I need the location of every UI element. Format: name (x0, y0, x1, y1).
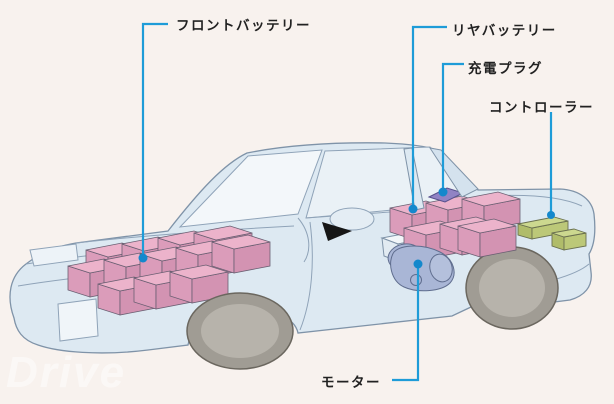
rear-wheel (465, 246, 559, 330)
callouts (141, 22, 553, 382)
rear-battery-label: リヤバッテリー (452, 23, 557, 38)
rear-battery-callout-line (411, 25, 447, 209)
controller-callout-dot (547, 211, 555, 219)
windshield (178, 149, 323, 228)
headlight (29, 243, 79, 267)
seat-headrest (329, 207, 375, 231)
front-battery-callout-dot (138, 253, 148, 263)
motor-label: モーター (321, 375, 381, 390)
motor-unit (387, 243, 455, 292)
license-plate (57, 298, 99, 342)
charge-plug-label: 充電プラグ (468, 61, 543, 76)
front-battery-label: フロントバッテリー (176, 18, 311, 33)
callout-dots (138, 187, 555, 269)
charge-plug-callout-dot (438, 187, 448, 197)
controller-unit (517, 216, 587, 251)
motor-callout-line (392, 264, 420, 382)
front-wheel (186, 292, 294, 370)
controller-label: コントローラー (489, 100, 594, 115)
cowl-line (297, 217, 310, 263)
rear-battery-callout-dot (408, 204, 418, 214)
seat-shadow (322, 222, 352, 241)
motor-callout-dot (413, 259, 423, 269)
charge-plug-callout-line (441, 62, 464, 192)
front-door-line (299, 221, 313, 331)
front-battery-callout-line (141, 22, 168, 258)
